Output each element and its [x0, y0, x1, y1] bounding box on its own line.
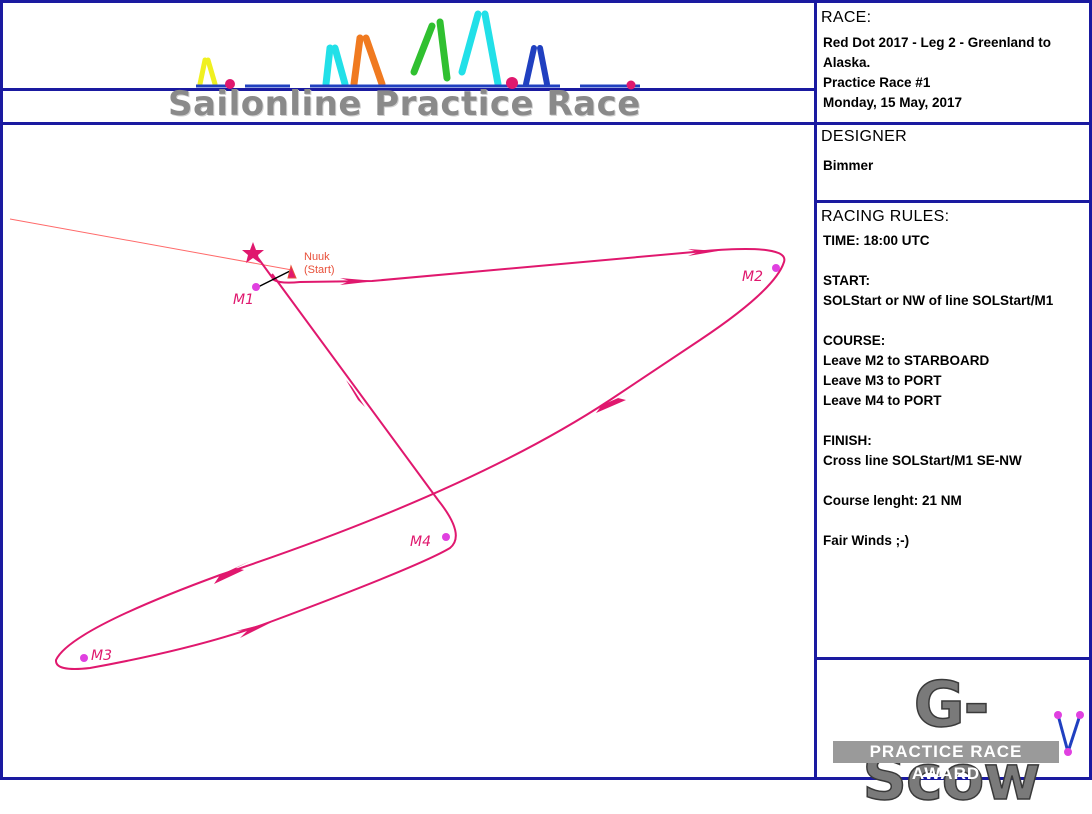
practice-race-award-banner: PRACTICE RACE AWARD [833, 741, 1059, 783]
course-direction-arrows [214, 249, 718, 638]
rhumb-line [9, 218, 293, 271]
rules-start-text: SOLStart or NW of line SOLStart/M1 [823, 293, 1054, 308]
designer-divider [814, 200, 1092, 203]
rules-start-heading: START: [823, 273, 870, 288]
rules-farewell: Fair Winds ;-) [823, 533, 910, 548]
banner-title: Sailonline Practice Race [168, 84, 641, 124]
race-line: Practice Race #1 [823, 75, 931, 90]
column-divider [814, 0, 817, 780]
race-divider [814, 122, 1092, 125]
start-sub-label: (Start) [304, 264, 335, 276]
course-map: Nuuk (Start) M1 M2 M3 M4 [9, 218, 786, 670]
race-heading: RACE: [821, 9, 872, 26]
racing-rules-panel: RACING RULES: TIME: 18:00 UTC START: SOL… [818, 203, 1090, 657]
start-finish-line [257, 269, 293, 288]
rules-finish-text: Cross line SOLStart/M1 SE-NW [823, 453, 1022, 468]
start-name-label: Nuuk [304, 251, 330, 263]
start-marker: Nuuk (Start) [287, 251, 335, 279]
rules-course-line: Leave M3 to PORT [823, 373, 942, 388]
race-panel: RACE: Red Dot 2017 - Leg 2 - Greenland t… [818, 3, 1090, 122]
banner-divider [0, 122, 814, 125]
gscow-logo: G-Scow [862, 667, 1042, 814]
mark-m3: M3 [80, 648, 112, 664]
mark-m1: M1 [233, 283, 260, 308]
logo-sail-accent-icon [1054, 711, 1084, 756]
mark-m4: M4 [410, 533, 450, 550]
svg-text:M2: M2 [742, 269, 763, 285]
rules-course-length: Course lenght: 21 NM [823, 493, 962, 508]
rules-heading: RACING RULES: [821, 208, 950, 225]
designer-heading: DESIGNER [821, 128, 907, 145]
rules-course-line: Leave M2 to STARBOARD [823, 353, 990, 368]
race-line: Red Dot 2017 - Leg 2 - Greenland to [823, 35, 1052, 50]
sail-logo-graphic [196, 10, 640, 90]
rules-divider [814, 657, 1092, 660]
rules-time: TIME: 18:00 UTC [823, 233, 930, 248]
designer-name: Bimmer [823, 158, 874, 173]
race-line: Alaska. [823, 55, 871, 70]
start-star-icon [242, 242, 264, 263]
banner-midline [0, 88, 814, 91]
rules-course-heading: COURSE: [823, 333, 886, 348]
course-track [55, 248, 786, 670]
rules-finish-heading: FINISH: [823, 433, 872, 448]
svg-text:M1: M1 [233, 292, 254, 308]
rules-course-line: Leave M4 to PORT [823, 393, 942, 408]
race-date: Monday, 15 May, 2017 [823, 95, 963, 110]
mark-m2: M2 [742, 264, 780, 285]
svg-text:M3: M3 [91, 648, 112, 664]
outer-frame [0, 0, 1092, 780]
svg-text:M4: M4 [410, 534, 431, 550]
designer-panel: DESIGNER Bimmer [818, 125, 1090, 200]
